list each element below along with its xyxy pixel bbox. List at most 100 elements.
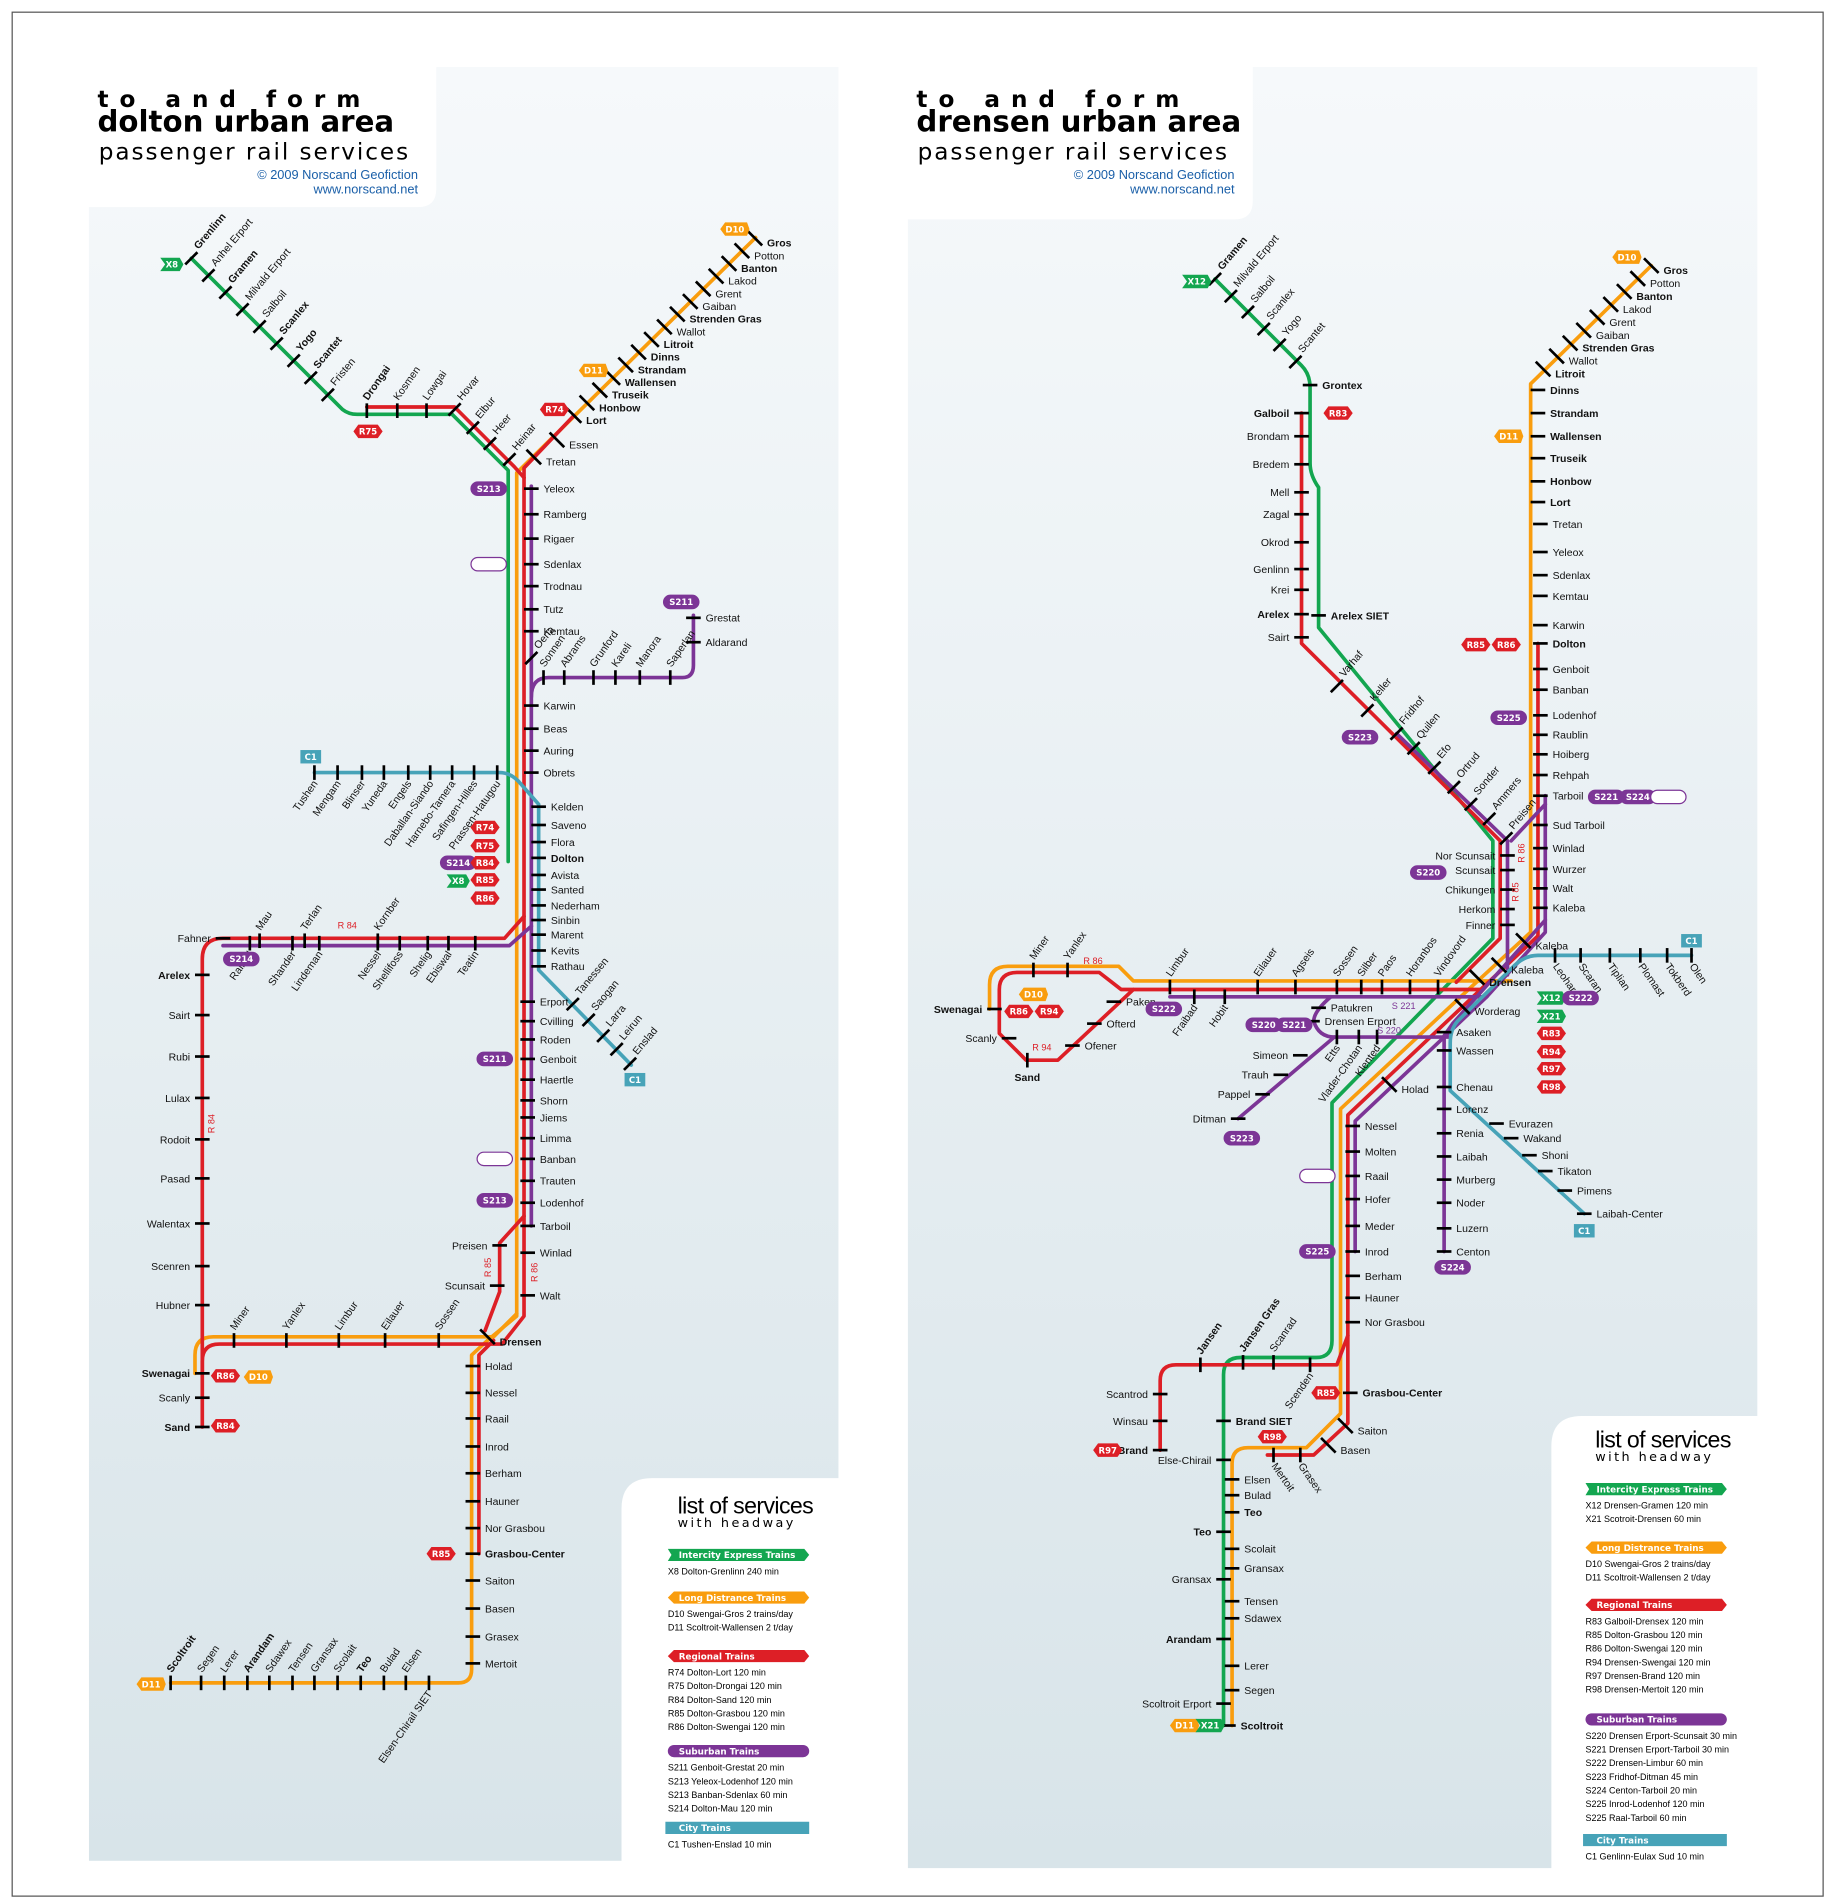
- station[interactable]: Tikaton: [1537, 1167, 1592, 1178]
- station[interactable]: Kaleba: [1515, 932, 1568, 952]
- station[interactable]: Strenden Gras: [669, 305, 762, 326]
- station[interactable]: Beas: [524, 725, 567, 736]
- station[interactable]: Ditman: [1193, 1115, 1246, 1126]
- station[interactable]: Rehpah: [1533, 771, 1589, 782]
- station[interactable]: Grent: [694, 280, 742, 300]
- station[interactable]: Dolton: [1533, 639, 1586, 650]
- station[interactable]: Kaleba: [1490, 956, 1544, 977]
- station[interactable]: Lodenhof: [1533, 711, 1596, 722]
- station[interactable]: Nessel: [1345, 1122, 1397, 1133]
- station[interactable]: Scolait: [1224, 1545, 1276, 1556]
- station[interactable]: Galboil: [1254, 409, 1309, 420]
- station[interactable]: Walt: [1533, 884, 1573, 895]
- station[interactable]: Roden: [520, 1035, 571, 1046]
- station[interactable]: Gros: [1643, 257, 1688, 277]
- station[interactable]: Pimens: [1557, 1186, 1612, 1197]
- station[interactable]: Litroit: [643, 331, 694, 351]
- station[interactable]: Raail: [1345, 1172, 1389, 1183]
- station[interactable]: Ofener: [1065, 1041, 1117, 1052]
- station[interactable]: Arelex SIET: [1311, 611, 1390, 622]
- station[interactable]: Sairt: [169, 1011, 210, 1022]
- station[interactable]: Arandam: [1166, 1635, 1231, 1646]
- station[interactable]: Sud Tarboil: [1533, 821, 1605, 832]
- station[interactable]: Saveno: [531, 821, 587, 832]
- station[interactable]: Okrod: [1261, 538, 1309, 549]
- station[interactable]: Brondam: [1247, 432, 1309, 443]
- station[interactable]: Dinns: [630, 343, 680, 364]
- station[interactable]: Murberg: [1436, 1175, 1496, 1186]
- station[interactable]: Sdawex: [1224, 1614, 1283, 1625]
- station[interactable]: Bulad: [1224, 1491, 1271, 1502]
- station[interactable]: Swenagai: [142, 1369, 210, 1380]
- station[interactable]: Laibah: [1436, 1152, 1488, 1163]
- station[interactable]: Worderag: [1454, 998, 1521, 1018]
- station[interactable]: Centon: [1436, 1247, 1490, 1258]
- station[interactable]: Lodenhof: [520, 1199, 584, 1210]
- station[interactable]: Bredem: [1253, 460, 1309, 471]
- station[interactable]: Gros: [746, 229, 792, 250]
- station[interactable]: Finner: [1466, 921, 1515, 932]
- station[interactable]: Truseik: [591, 381, 649, 402]
- station[interactable]: Holad: [465, 1362, 513, 1373]
- station[interactable]: Krei: [1271, 586, 1309, 597]
- station[interactable]: Basen: [1320, 1436, 1370, 1457]
- station[interactable]: Karwin: [1533, 621, 1585, 632]
- station[interactable]: Litroit: [1534, 360, 1586, 381]
- station[interactable]: Avista: [531, 871, 579, 882]
- station[interactable]: Essen: [548, 431, 599, 452]
- station[interactable]: Shorn: [520, 1096, 568, 1107]
- station[interactable]: Grasbou-Center: [465, 1550, 565, 1561]
- station[interactable]: Inrod: [465, 1442, 510, 1453]
- station[interactable]: Sdenlax: [1533, 571, 1591, 582]
- station[interactable]: Elsen: [1224, 1475, 1271, 1486]
- station[interactable]: Arelex: [1257, 610, 1309, 621]
- station[interactable]: Inrod: [1345, 1247, 1389, 1258]
- station[interactable]: Gaiban: [681, 293, 736, 313]
- station[interactable]: Kaleba: [1533, 904, 1585, 915]
- station[interactable]: Teo: [1194, 1528, 1231, 1539]
- station[interactable]: Tarboil: [1533, 792, 1583, 803]
- station[interactable]: Rigaer: [524, 535, 575, 546]
- station[interactable]: Simeon: [1253, 1051, 1308, 1062]
- station[interactable]: Laibah-Center: [1576, 1210, 1663, 1221]
- station[interactable]: Lorenz: [1436, 1105, 1489, 1116]
- station[interactable]: Grasbou-Center: [1342, 1389, 1442, 1400]
- station[interactable]: Banton: [1615, 283, 1673, 303]
- station[interactable]: Wallensen: [1530, 432, 1602, 443]
- station[interactable]: Scanly: [159, 1394, 210, 1405]
- station[interactable]: Fahner: [178, 934, 231, 945]
- station[interactable]: Sdenlax: [524, 560, 582, 571]
- station[interactable]: Strenden Gras: [1561, 334, 1655, 355]
- station[interactable]: Genboit: [1533, 665, 1589, 676]
- station[interactable]: Pappel: [1218, 1090, 1270, 1101]
- station[interactable]: Banban: [520, 1155, 576, 1166]
- station[interactable]: Segen: [1224, 1686, 1275, 1697]
- station[interactable]: Sand: [1015, 1052, 1041, 1084]
- station[interactable]: Potton: [733, 242, 785, 262]
- station[interactable]: Truseik: [1530, 454, 1587, 465]
- station[interactable]: Hofer: [1345, 1195, 1391, 1206]
- station[interactable]: Rodoit: [160, 1135, 210, 1146]
- station[interactable]: Tarboil: [520, 1222, 571, 1233]
- station[interactable]: Potton: [1629, 270, 1680, 290]
- station[interactable]: Jiems: [520, 1113, 567, 1124]
- station[interactable]: Sinbin: [531, 916, 580, 927]
- station[interactable]: Marent: [531, 931, 584, 942]
- station[interactable]: Nederham: [531, 901, 600, 912]
- station[interactable]: Scanly: [965, 1034, 1017, 1045]
- station[interactable]: Obrets: [524, 768, 575, 779]
- station[interactable]: Tretan: [525, 448, 576, 469]
- station[interactable]: Scantrod: [1106, 1390, 1168, 1401]
- station[interactable]: Yeleox: [1533, 548, 1584, 559]
- station[interactable]: Karwin: [524, 701, 576, 712]
- station[interactable]: Else-Chirail: [1158, 1456, 1231, 1467]
- station[interactable]: Wakand: [1503, 1134, 1562, 1145]
- station[interactable]: Nor Grasbou: [465, 1524, 546, 1535]
- station[interactable]: Flora: [531, 838, 575, 849]
- station[interactable]: Gaiban: [1575, 321, 1630, 342]
- station[interactable]: Drensen: [1468, 969, 1531, 989]
- station[interactable]: Grestat: [686, 614, 740, 625]
- station[interactable]: Zagal: [1263, 510, 1309, 521]
- station[interactable]: Auring: [524, 747, 574, 758]
- station[interactable]: Kevits: [531, 946, 579, 957]
